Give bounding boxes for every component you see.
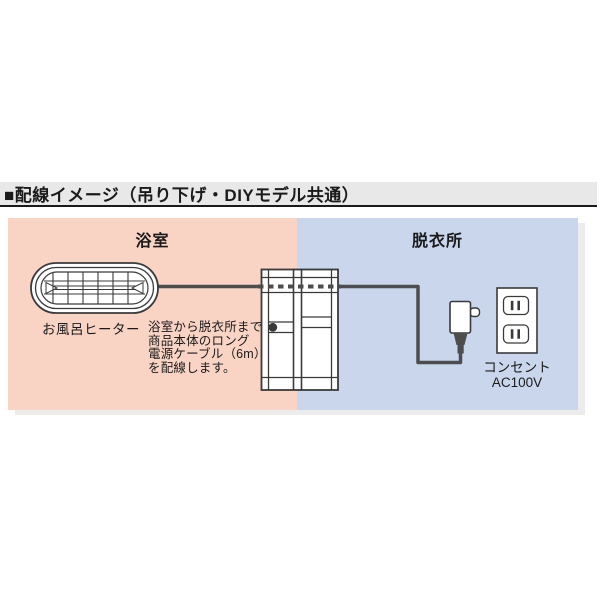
outlet-label: コンセント AC100V	[483, 360, 551, 390]
room-bathroom: 浴室	[8, 218, 297, 410]
cable-note: 浴室から脱衣所まで 商品本体のロング 電源ケーブル（6m） を配線します。	[148, 320, 267, 375]
section-title: ■配線イメージ（吊り下げ・DIYモデル共通）	[4, 186, 360, 205]
room-bathroom-label: 浴室	[135, 233, 170, 250]
section-title-bar: ■配線イメージ（吊り下げ・DIYモデル共通）	[0, 182, 597, 207]
heater-label: お風呂ヒーター	[42, 322, 140, 337]
room-dressing-label: 脱衣所	[411, 233, 463, 250]
